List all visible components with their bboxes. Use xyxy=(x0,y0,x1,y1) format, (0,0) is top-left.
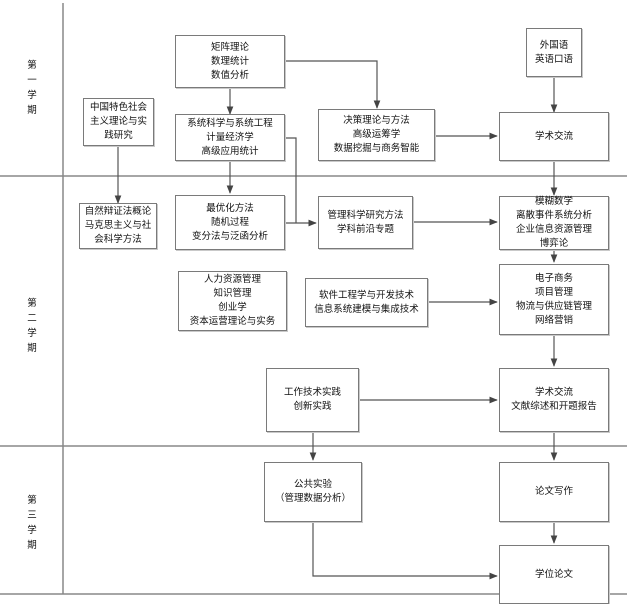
node-text: 中国特色社会 xyxy=(89,102,147,113)
node-text: 最优化方法 xyxy=(206,202,254,214)
node-text: 离散事件系统分析 xyxy=(515,210,592,221)
node-research-methods[interactable]: 管理科学研究方法 学科前沿专题 xyxy=(318,196,413,249)
node-text: 决策理论与方法 xyxy=(343,115,410,126)
term-char: 学 xyxy=(27,328,37,339)
node-matrix-theory[interactable]: 矩阵理论 数理统计 数值分析 xyxy=(175,35,285,88)
node-text: 马克思主义与社 xyxy=(84,220,152,231)
term-char: 第 xyxy=(27,298,37,309)
term-char: 二 xyxy=(27,313,37,324)
node-text: 资本运营理论与实务 xyxy=(189,316,276,327)
node-text: 学术交流 xyxy=(534,130,573,142)
node-public-experiment[interactable]: 公共实验 （管理数据分析） xyxy=(264,462,362,522)
node-text: 管理科学研究方法 xyxy=(327,209,404,221)
node-text: 践研究 xyxy=(104,130,133,141)
node-academic-exchange-1[interactable]: 学术交流 xyxy=(499,112,609,161)
node-work-practice[interactable]: 工作技术实践 创新实践 xyxy=(266,368,359,432)
node-text: 主义理论与实 xyxy=(89,116,147,127)
node-text: 随机过程 xyxy=(210,216,249,228)
term-label-3: 第 三 学 期 xyxy=(22,493,42,553)
term-char: 期 xyxy=(27,343,37,354)
node-text: 电子商务 xyxy=(534,272,573,284)
node-text: 创业学 xyxy=(218,302,247,313)
node-paper-writing[interactable]: 论文写作 xyxy=(499,462,609,522)
node-text: 创新实践 xyxy=(293,401,332,412)
node-text: 网络营销 xyxy=(534,314,573,326)
node-software-engineering[interactable]: 软件工程学与开发技术 信息系统建模与集成技术 xyxy=(305,278,428,327)
node-text: 数理统计 xyxy=(210,55,249,67)
node-dialectics[interactable]: 自然辩证法概论 马克思主义与社 会科学方法 xyxy=(79,203,157,249)
node-text: 软件工程学与开发技术 xyxy=(318,289,414,301)
term-char: 一 xyxy=(27,75,37,86)
term-char: 期 xyxy=(27,105,37,116)
term-char: 第 xyxy=(27,60,37,71)
node-text: 人力资源管理 xyxy=(203,274,261,285)
node-text: 公共实验 xyxy=(293,479,332,490)
node-text: 矩阵理论 xyxy=(210,41,249,53)
node-optimization[interactable]: 最优化方法 随机过程 变分法与泛函分析 xyxy=(175,195,285,250)
node-decision-theory[interactable]: 决策理论与方法 高级运筹学 数据挖掘与商务智能 xyxy=(318,109,435,161)
term-char: 学 xyxy=(27,525,37,536)
term-char: 第 xyxy=(27,495,37,506)
node-systems-science[interactable]: 系统科学与系统工程 计量经济学 高级应用统计 xyxy=(175,114,285,161)
node-text: 外国语 xyxy=(539,39,569,51)
node-text: 英语口语 xyxy=(534,53,573,65)
node-socialism-theory[interactable]: 中国特色社会 主义理论与实 践研究 xyxy=(83,98,154,146)
node-text: 高级运筹学 xyxy=(352,129,401,140)
node-text: 模糊数学 xyxy=(534,196,573,207)
node-text: 系统科学与系统工程 xyxy=(187,117,273,129)
node-text: 学术交流 xyxy=(534,387,573,398)
term-char: 学 xyxy=(27,90,37,101)
node-text: （管理数据分析） xyxy=(274,493,351,504)
node-text: 变分法与泛函分析 xyxy=(191,230,268,242)
node-text: 论文写作 xyxy=(534,486,573,497)
term-label-2: 第 二 学 期 xyxy=(22,296,42,356)
node-text: 物流与供应链管理 xyxy=(515,300,592,312)
node-text: 数据挖掘与商务智能 xyxy=(333,143,420,154)
node-text: 文献综述和开题报告 xyxy=(511,401,597,412)
node-text: 知识管理 xyxy=(213,288,252,299)
node-text: 博弈论 xyxy=(539,238,569,249)
node-fuzzy-math[interactable]: 模糊数学 离散事件系统分析 企业信息资源管理 博弈论 xyxy=(499,196,609,250)
node-academic-exchange-2[interactable]: 学术交流 文献综述和开题报告 xyxy=(499,368,609,432)
node-text: 信息系统建模与集成技术 xyxy=(314,303,419,315)
node-text: 计量经济学 xyxy=(206,131,254,143)
term-label-1: 第 一 学 期 xyxy=(22,58,42,118)
node-degree-thesis[interactable]: 学位论文 xyxy=(499,545,609,604)
edge-systems-research xyxy=(285,137,297,223)
node-text: 学科前沿专题 xyxy=(336,223,394,235)
node-text: 学位论文 xyxy=(534,568,573,580)
node-foreign-language[interactable]: 外国语 英语口语 xyxy=(526,28,582,77)
term-char: 三 xyxy=(27,510,37,521)
edge-publicexp-thesis xyxy=(312,522,498,580)
node-text: 工作技术实践 xyxy=(283,387,341,398)
node-text: 会科学方法 xyxy=(94,234,142,245)
node-text: 企业信息资源管理 xyxy=(515,224,592,235)
node-text: 自然辩证法概论 xyxy=(84,206,152,217)
node-text: 数值分析 xyxy=(210,69,249,81)
term-char: 期 xyxy=(27,540,37,551)
edge-matrix-decision xyxy=(285,60,381,109)
node-ecommerce[interactable]: 电子商务 项目管理 物流与供应链管理 网络营销 xyxy=(499,264,609,335)
node-text: 项目管理 xyxy=(534,286,573,298)
node-text: 高级应用统计 xyxy=(201,145,259,157)
node-human-resources[interactable]: 人力资源管理 知识管理 创业学 资本运营理论与实务 xyxy=(178,271,287,331)
